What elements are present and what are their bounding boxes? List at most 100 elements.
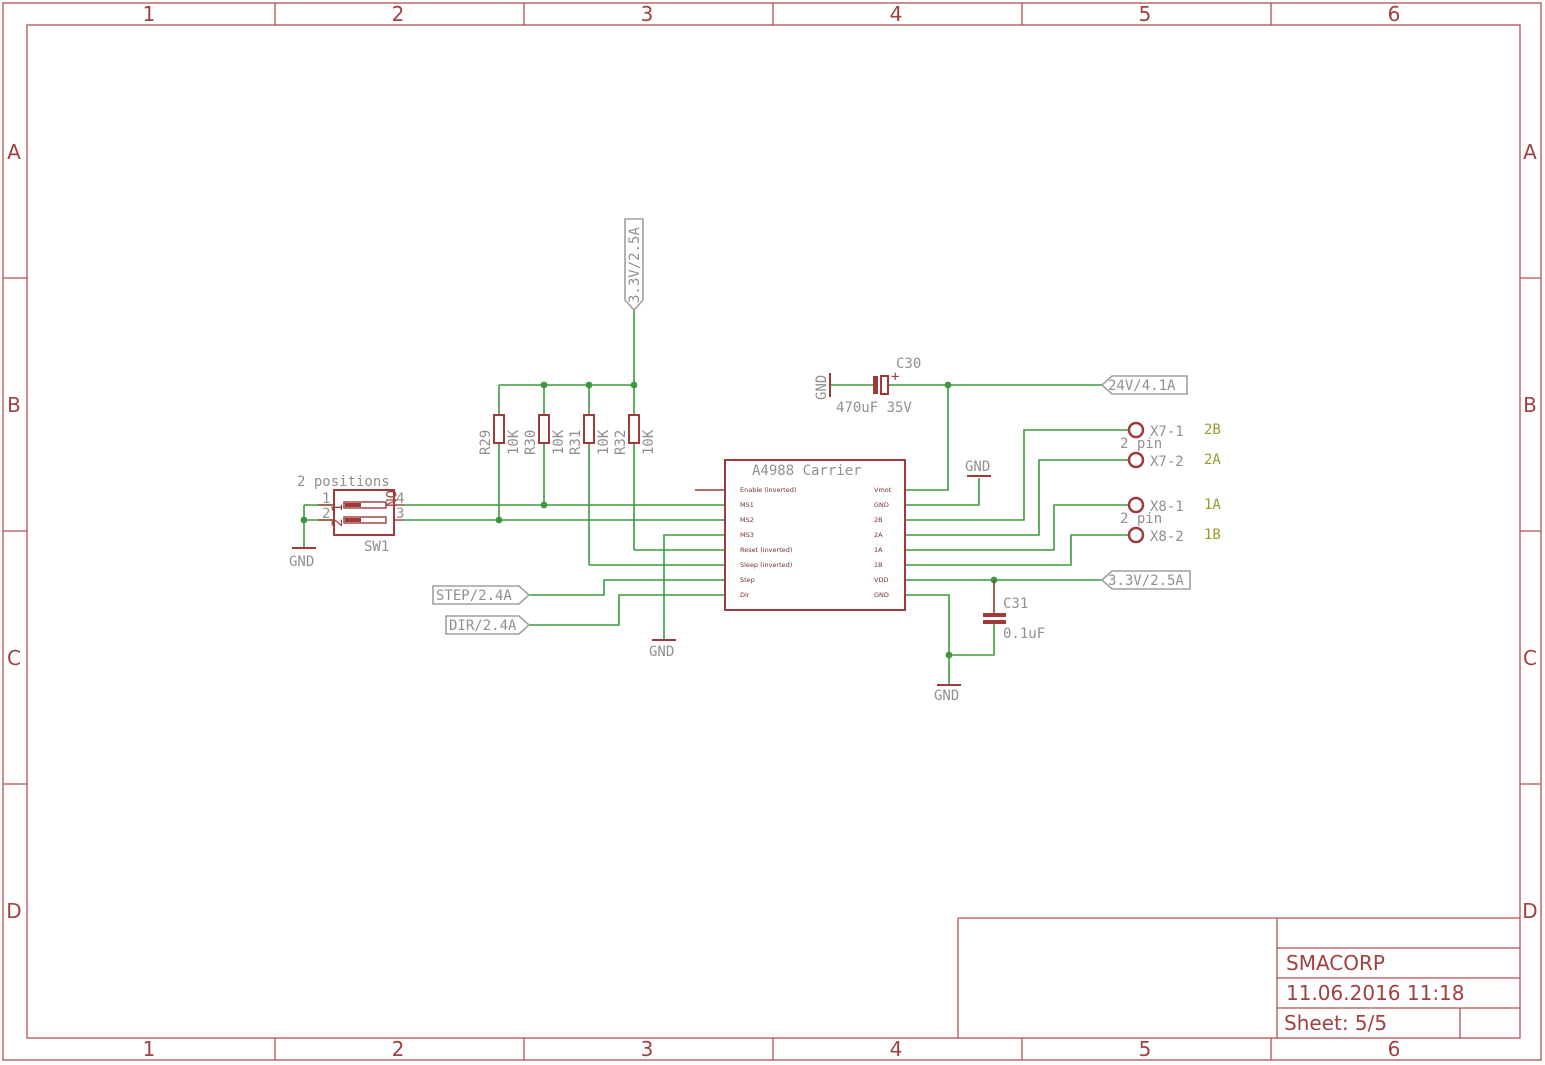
driver-pin-2a: 2A bbox=[874, 531, 883, 539]
switch-sw1-desc: 2 positions bbox=[297, 474, 390, 490]
resistor-r30-ref: R30 bbox=[523, 430, 539, 455]
gnd-symbol-c30: GND bbox=[814, 373, 831, 400]
switch-inner-2: 2 bbox=[330, 519, 346, 527]
junction bbox=[495, 516, 503, 524]
gnd-symbol-switch-text: GND bbox=[289, 554, 314, 570]
title-datetime: 11.06.2016 11:18 bbox=[1286, 981, 1465, 1005]
col-label-5: 5 bbox=[1139, 2, 1152, 26]
row-label-b-right: B bbox=[1523, 393, 1537, 417]
gnd-symbol-bottom-text: GND bbox=[934, 688, 959, 704]
junction bbox=[540, 501, 548, 509]
connector-x8-1-net: 1A bbox=[1204, 497, 1221, 513]
driver-pin-step: Step bbox=[740, 576, 755, 584]
connector-x7-2-ref: X7-2 bbox=[1150, 454, 1184, 470]
switch-inner-1: 1 bbox=[330, 504, 346, 512]
connector-x7-1-ref: X7-1 bbox=[1150, 424, 1184, 440]
net-label-3v3-right-text: 3.3V/2.5A bbox=[1108, 573, 1184, 589]
driver-pin-2b: 2B bbox=[874, 516, 883, 524]
switch-sw1: 2 positions SW1 1 2 4 3 ON 1 2 bbox=[297, 474, 404, 555]
connector-x7-1: X7-1 2 pin 2B bbox=[1120, 421, 1221, 452]
col-label-4: 4 bbox=[890, 2, 903, 26]
capacitor-c30-ref: C30 bbox=[896, 356, 921, 372]
net-label-24v: 24V/4.1A bbox=[1100, 375, 1188, 395]
junction bbox=[944, 381, 952, 389]
col-label-5-bottom: 5 bbox=[1139, 1037, 1152, 1061]
gnd-symbol-ms3: GND bbox=[649, 639, 676, 660]
col-label-1: 1 bbox=[143, 2, 156, 26]
driver-pin-vmot: Vmot bbox=[874, 486, 892, 494]
row-label-a: A bbox=[7, 140, 21, 164]
row-label-c: C bbox=[7, 646, 21, 670]
gnd-symbol-switch: GND bbox=[289, 547, 316, 570]
net-label-3v3-top: 3.3V/2.5A bbox=[624, 218, 644, 312]
driver-pin-enable: Enable (inverted) bbox=[740, 486, 796, 494]
capacitor-c31-ref: C31 bbox=[1003, 596, 1028, 612]
driver-pin-gnd-2: GND bbox=[874, 591, 889, 599]
col-label-1-bottom: 1 bbox=[143, 1037, 156, 1061]
junctions bbox=[300, 381, 998, 659]
resistor-r31: R31 10K bbox=[568, 414, 612, 455]
driver-pin-dir: Dir bbox=[740, 591, 750, 599]
junction bbox=[945, 651, 953, 659]
row-label-c-right: C bbox=[1523, 646, 1537, 670]
driver-pin-vdd: VDD bbox=[874, 576, 888, 584]
resistor-r32-value: 10K bbox=[641, 429, 657, 455]
junction bbox=[300, 516, 308, 524]
resistor-r31-value: 10K bbox=[596, 429, 612, 455]
col-label-3: 3 bbox=[641, 2, 654, 26]
connector-x7-2-net: 2A bbox=[1204, 452, 1221, 468]
switch-pin-3: 3 bbox=[396, 506, 404, 522]
col-label-2-bottom: 2 bbox=[392, 1037, 405, 1061]
driver-pin-1b: 1B bbox=[874, 561, 883, 569]
driver-pin-reset: Reset (inverted) bbox=[740, 546, 792, 554]
row-label-d-right: D bbox=[1522, 899, 1537, 923]
col-label-2: 2 bbox=[392, 2, 405, 26]
connector-x7-desc: 2 pin bbox=[1120, 436, 1162, 452]
connector-x7-1-net: 2B bbox=[1204, 422, 1221, 438]
net-label-24v-text: 24V/4.1A bbox=[1108, 378, 1176, 394]
driver-name: A4988 Carrier bbox=[752, 463, 862, 479]
switch-pin-2: 2 bbox=[322, 506, 330, 522]
resistor-r32-ref: R32 bbox=[613, 430, 629, 455]
net-label-dir-text: DIR/2.4A bbox=[449, 618, 517, 634]
net-label-3v3-top-text: 3.3V/2.5A bbox=[627, 227, 643, 303]
gnd-symbol-bottom: GND bbox=[934, 684, 961, 704]
driver-pin-sleep: Sleep (inverted) bbox=[740, 561, 792, 569]
row-label-d: D bbox=[6, 899, 21, 923]
title-block: SMACORP 11.06.2016 11:18 Sheet: 5/5 bbox=[957, 917, 1520, 1038]
junction bbox=[540, 381, 548, 389]
resistor-r32: R32 10K bbox=[613, 414, 657, 455]
title-company: SMACORP bbox=[1286, 951, 1385, 975]
connector-x8-2: X8-2 1B bbox=[1127, 526, 1221, 545]
net-label-step-text: STEP/2.4A bbox=[436, 588, 512, 604]
col-label-6-bottom: 6 bbox=[1388, 1037, 1401, 1061]
resistor-r29-value: 10K bbox=[506, 429, 522, 455]
resistor-r30: R30 10K bbox=[523, 414, 567, 455]
net-label-step: STEP/2.4A bbox=[432, 585, 531, 605]
driver-pin-gnd-1: GND bbox=[874, 501, 889, 509]
capacitor-c31: C31 0.1uF bbox=[983, 580, 1045, 642]
col-label-3-bottom: 3 bbox=[641, 1037, 654, 1061]
gnd-symbol-c30-text: GND bbox=[814, 375, 830, 400]
capacitor-c30: + C30 470uF 35V bbox=[836, 356, 921, 416]
resistor-r29-ref: R29 bbox=[478, 430, 494, 455]
switch-sw1-ref: SW1 bbox=[364, 539, 389, 555]
connector-x8-2-ref: X8-2 bbox=[1150, 529, 1184, 545]
driver-pin-ms1: MS1 bbox=[740, 501, 754, 509]
resistor-r29: R29 10K bbox=[478, 414, 522, 455]
row-label-a-right: A bbox=[1523, 140, 1537, 164]
net-label-dir: DIR/2.4A bbox=[445, 615, 531, 635]
col-label-6: 6 bbox=[1388, 2, 1401, 26]
switch-pin-4: 4 bbox=[396, 491, 404, 507]
row-label-b: B bbox=[7, 393, 21, 417]
connector-x8-2-net: 1B bbox=[1204, 527, 1221, 543]
connector-x8-1-ref: X8-1 bbox=[1150, 499, 1184, 515]
col-label-4-bottom: 4 bbox=[890, 1037, 903, 1061]
driver-pin-ms2: MS2 bbox=[740, 516, 754, 524]
switch-pin-1: 1 bbox=[322, 491, 330, 507]
connector-x7-2: X7-2 2A bbox=[1127, 451, 1221, 470]
capacitor-c30-value: 470uF 35V bbox=[836, 400, 912, 416]
connector-x8-desc: 2 pin bbox=[1120, 511, 1162, 527]
junction bbox=[630, 381, 638, 389]
